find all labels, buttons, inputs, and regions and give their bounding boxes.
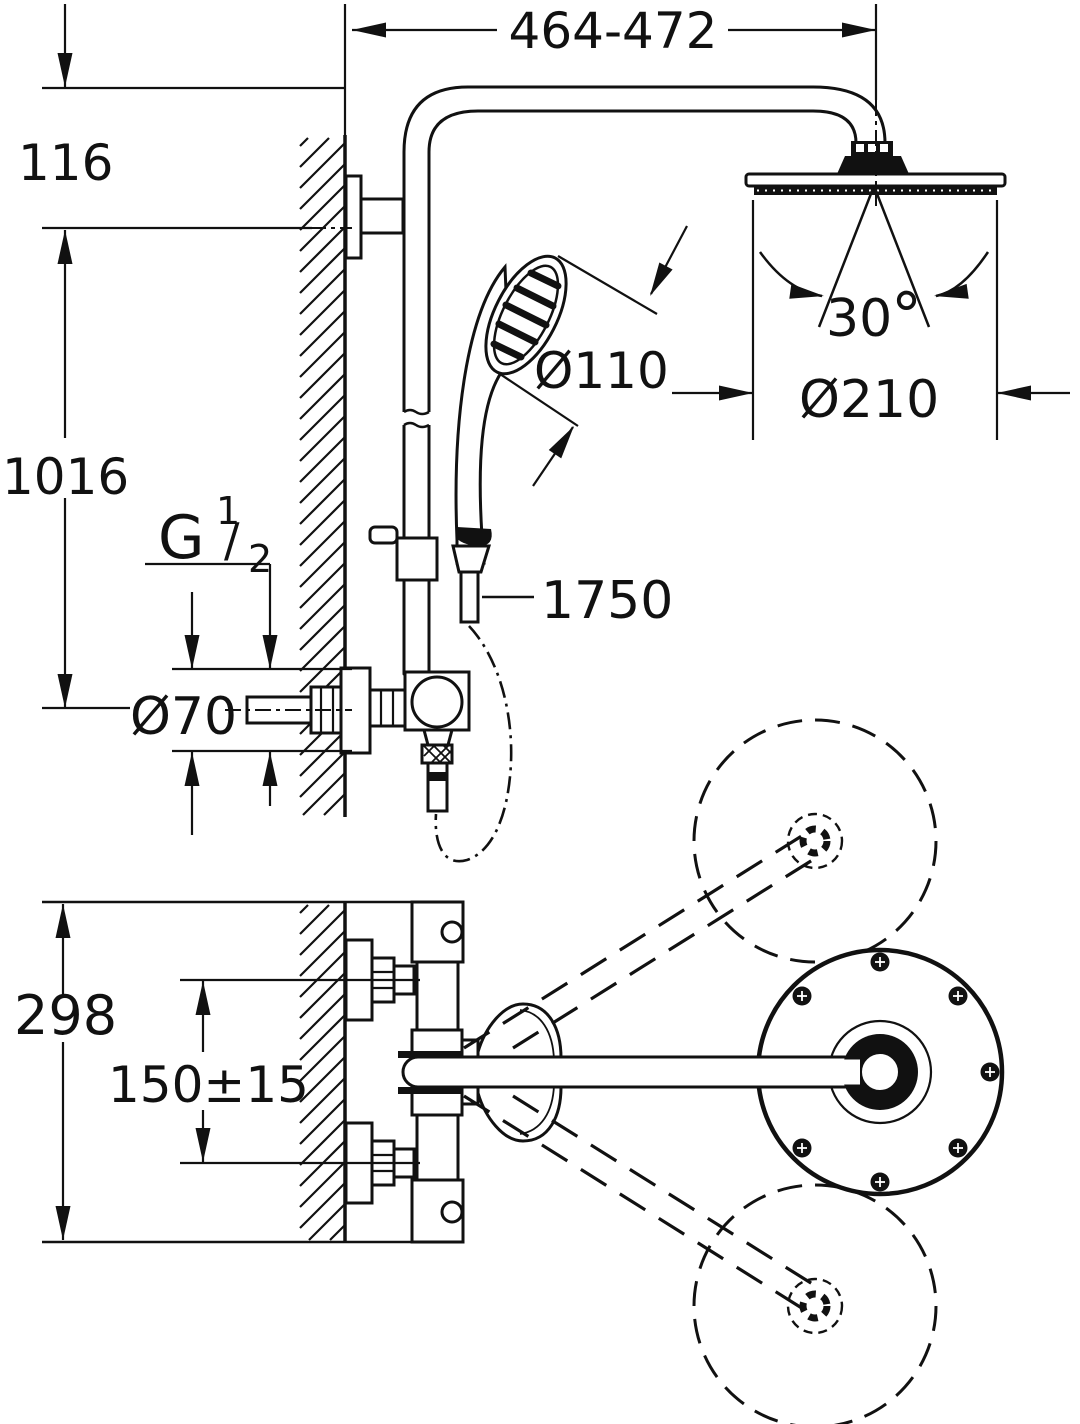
dimension-arrowhead: [55, 904, 71, 938]
dimension-arrowhead: [184, 635, 200, 669]
shower-hose-loop: [434, 625, 513, 863]
nut-highlight: [868, 144, 876, 152]
cap-screw-bottom: [440, 1200, 464, 1224]
dimension-arrowhead: [719, 385, 753, 401]
holder-lock-knob: [368, 525, 399, 545]
swivel-circle-upper: [692, 718, 938, 964]
handle-holder-grip: [456, 527, 492, 547]
dim-head-drop: [42, 4, 352, 230]
valve-body: [403, 670, 471, 732]
valve-hex-section: [368, 688, 407, 728]
label-thread-denominator: 2: [248, 537, 272, 581]
dimension-arrowhead: [934, 283, 969, 299]
pipe-break-gap: [399, 412, 434, 425]
angle-line-right: [872, 185, 931, 328]
arm-pipe-plan-fill: [403, 1057, 860, 1087]
flange-shoulder-bottom: [398, 1087, 462, 1094]
label-head-drop: 116: [18, 134, 113, 192]
pipe-break-line-top: [403, 408, 430, 416]
label-thread-numerator: 1: [216, 489, 240, 533]
dimension-arrowhead: [195, 981, 211, 1015]
hose-connector-neck: [422, 728, 454, 747]
arm-pipe-over-ring: [748, 1059, 860, 1085]
label-hose-length: 1750: [541, 571, 673, 631]
dimension-arrowhead: [262, 635, 278, 669]
dim-column-height: [42, 230, 130, 710]
arm-connector-bore: [860, 1052, 900, 1092]
label-degree-symbol: °: [891, 279, 922, 352]
dimension-arrowhead: [548, 426, 574, 459]
hand-shower-cone-end: [451, 544, 492, 574]
dimension-arrowhead: [650, 262, 673, 296]
swivel-position-upper: [463, 718, 938, 1050]
dimension-arrowhead: [57, 674, 73, 708]
arm-pipe-plan-edges: [401, 1055, 860, 1089]
plate-screws: [792, 952, 1000, 1192]
dimension-arrowhead: [57, 53, 73, 87]
thermostat-cap-bottom: [410, 1178, 465, 1244]
hose-connector-band: [428, 772, 447, 781]
dimension-arrowhead: [997, 385, 1031, 401]
nut-highlight: [880, 144, 888, 152]
dimension-arrowhead: [55, 1206, 71, 1240]
label-column-height: 1016: [2, 448, 129, 506]
thermostat-body-lower: [415, 1110, 460, 1182]
valve-ball-joint: [410, 675, 464, 729]
plan-view: [42, 718, 1005, 1424]
dimension-arrowhead: [184, 752, 200, 786]
swivel-position-lower: [463, 1094, 938, 1424]
angle-line-left: [817, 185, 876, 328]
dim-thread: [145, 562, 272, 806]
nut-highlight: [856, 144, 864, 152]
dimension-arrowhead: [352, 22, 386, 38]
label-inlet-spacing: 150±15: [108, 1056, 309, 1114]
cap-screw-top: [440, 920, 464, 944]
hose-connector-tube: [426, 761, 449, 813]
label-escutcheon-diameter: Ø70: [130, 687, 237, 747]
dimension-arrowhead: [195, 1128, 211, 1162]
swivel-circle-lower: [692, 1183, 938, 1424]
pipe-break-line-bottom: [403, 421, 430, 429]
dimension-arrowhead: [842, 22, 876, 38]
head-shower-collar: [837, 156, 909, 174]
thermostat-body-upper: [415, 960, 460, 1032]
knurl-crosshatch: [423, 745, 453, 763]
generated-arrowheads: [55, 22, 1031, 1240]
label-swivel-angle: 30: [826, 289, 892, 349]
rail-slider-clamp: [395, 536, 439, 582]
hose-upper-end: [459, 570, 480, 624]
hand-shower-face-hatch: [490, 269, 562, 361]
label-thread-prefix: G: [158, 503, 205, 573]
thermostat-cap-top: [410, 900, 465, 964]
label-thread-slash: /: [224, 513, 240, 567]
wall-bracket-arm: [359, 197, 405, 235]
flange-shoulder-top: [398, 1051, 462, 1058]
label-hand-shower-diameter: Ø110: [534, 342, 669, 400]
label-thermostat-height: 298: [14, 984, 117, 1047]
dimension-arrowhead: [57, 230, 73, 264]
dimension-arrowhead: [262, 752, 278, 786]
label-arm-reach: 464-472: [509, 2, 718, 60]
label-head-shower-diameter: Ø210: [799, 370, 939, 430]
dimension-arrowhead: [789, 283, 824, 299]
dimension-labels: 464-472 116 1016 G 1 / 2 Ø70 1750 Ø110 3…: [2, 2, 939, 1114]
wall-bracket-plate: [344, 174, 363, 260]
